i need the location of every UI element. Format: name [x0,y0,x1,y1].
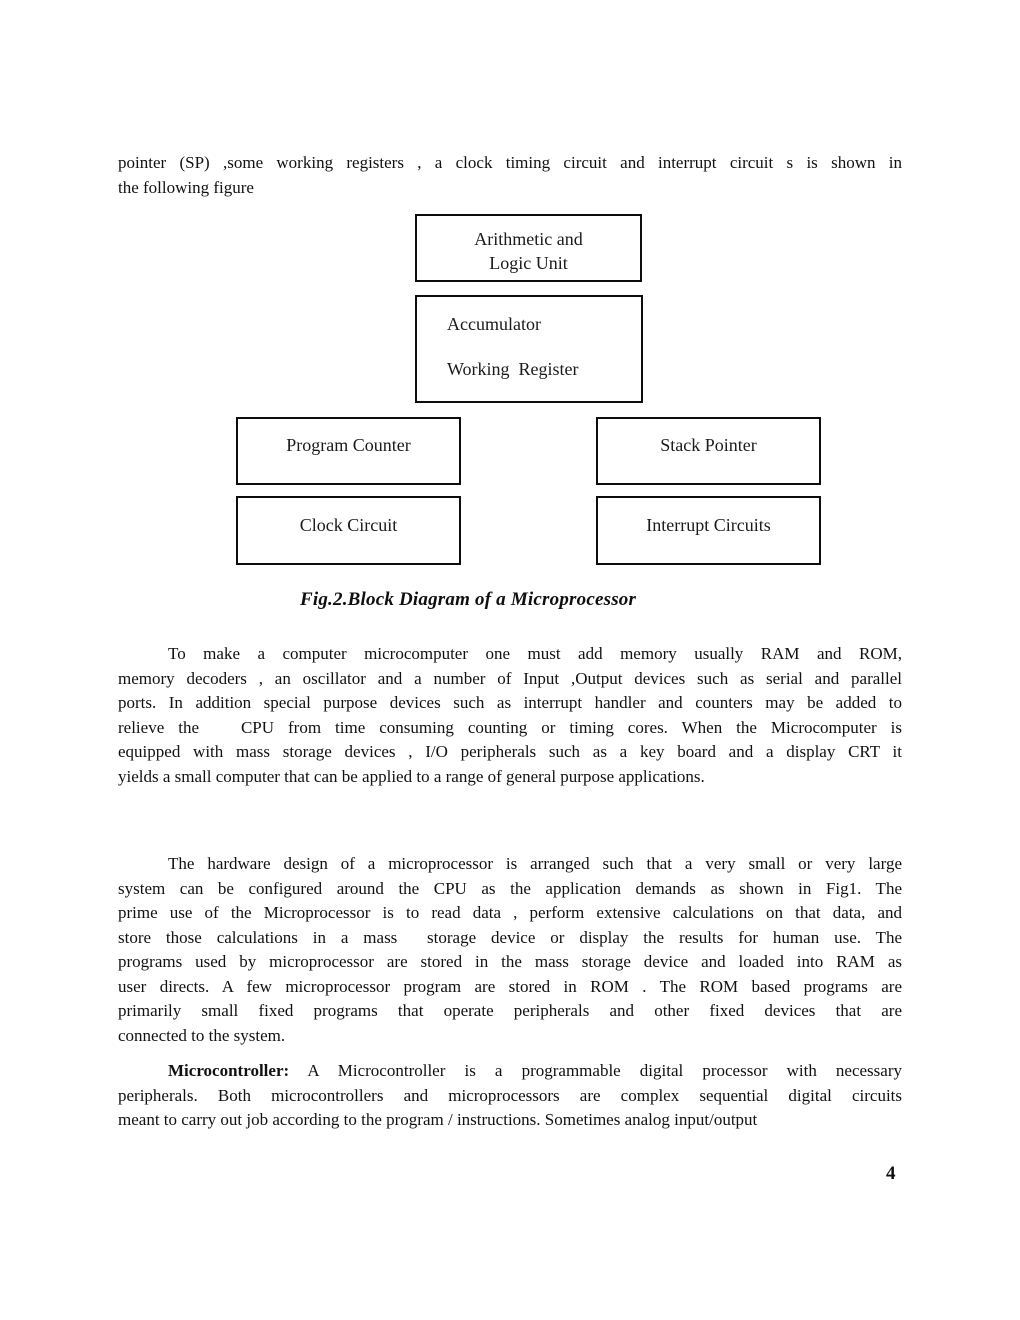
figure-caption: Fig.2.Block Diagram of a Microprocessor [300,589,637,610]
diagram-box-interrupt-circuits: Interrupt Circuits [596,496,821,565]
body-line: user directs. A few microprocessor progr… [118,976,902,996]
body-line: pointer (SP) ,some working registers , a… [118,153,902,172]
body-line: relieve the CPU from time consuming coun… [118,717,902,737]
body-line: store those calculations in a mass stora… [118,927,902,947]
intro-paragraph: pointer (SP) ,some working registers , a… [118,151,902,200]
box-label: Working Register [447,359,579,379]
page-number: 4 [886,1163,896,1184]
diagram-box-clock-circuit: Clock Circuit [236,496,461,565]
body-line: equipped with mass storage devices , I/O… [118,742,902,761]
block-diagram: Arithmetic and Logic Unit Accumulator Wo… [0,0,1020,600]
paragraph-1: To make a computer microcomputer one mus… [118,642,902,789]
diagram-box-program-counter: Program Counter [236,417,461,485]
bold-lead: Microcontroller: [168,1061,290,1080]
body-line-text: A Microcontroller is a programmable digi… [289,1061,902,1080]
body-line: meant to carry out job according to the … [118,1110,758,1129]
box-label: Program Counter [286,435,411,455]
box-label: Clock Circuit [299,515,398,535]
body-line: To make a computer microcomputer one mus… [168,644,902,663]
box-label: Stack Pointer [660,435,757,455]
body-line: yields a small computer that can be appl… [118,766,705,786]
body-line: system can be configured around the CPU … [118,878,902,898]
body-line: memory decoders , an oscillator and a nu… [118,668,902,688]
body-line: primarily small fixed programs that oper… [118,1001,902,1020]
body-line: peripherals. Both microcontrollers and m… [118,1085,902,1105]
body-line: programs used by microprocessor are stor… [118,952,902,971]
box-label: Interrupt Circuits [646,515,771,535]
body-line: prime use of the Microprocessor is to re… [118,903,902,922]
paragraph-2: The hardware design of a microprocessor … [118,852,902,1048]
body-line: the following figure [118,177,254,197]
diagram-box-stack-pointer: Stack Pointer [596,417,821,485]
body-line: Microcontroller: A Microcontroller is a … [118,1059,902,1084]
body-line: The hardware design of a microprocessor … [168,854,902,873]
diagram-box-accumulator: Accumulator Working Register [415,295,643,403]
paragraph-3: Microcontroller: A Microcontroller is a … [118,1059,902,1133]
box-label: Logic Unit [489,253,568,273]
box-label: Arithmetic and [474,229,583,249]
body-line: connected to the system. [118,1025,286,1045]
body-line: ports. In addition special purpose devic… [118,693,902,712]
diagram-box-alu: Arithmetic and Logic Unit [415,214,642,282]
box-label: Accumulator [447,314,541,334]
